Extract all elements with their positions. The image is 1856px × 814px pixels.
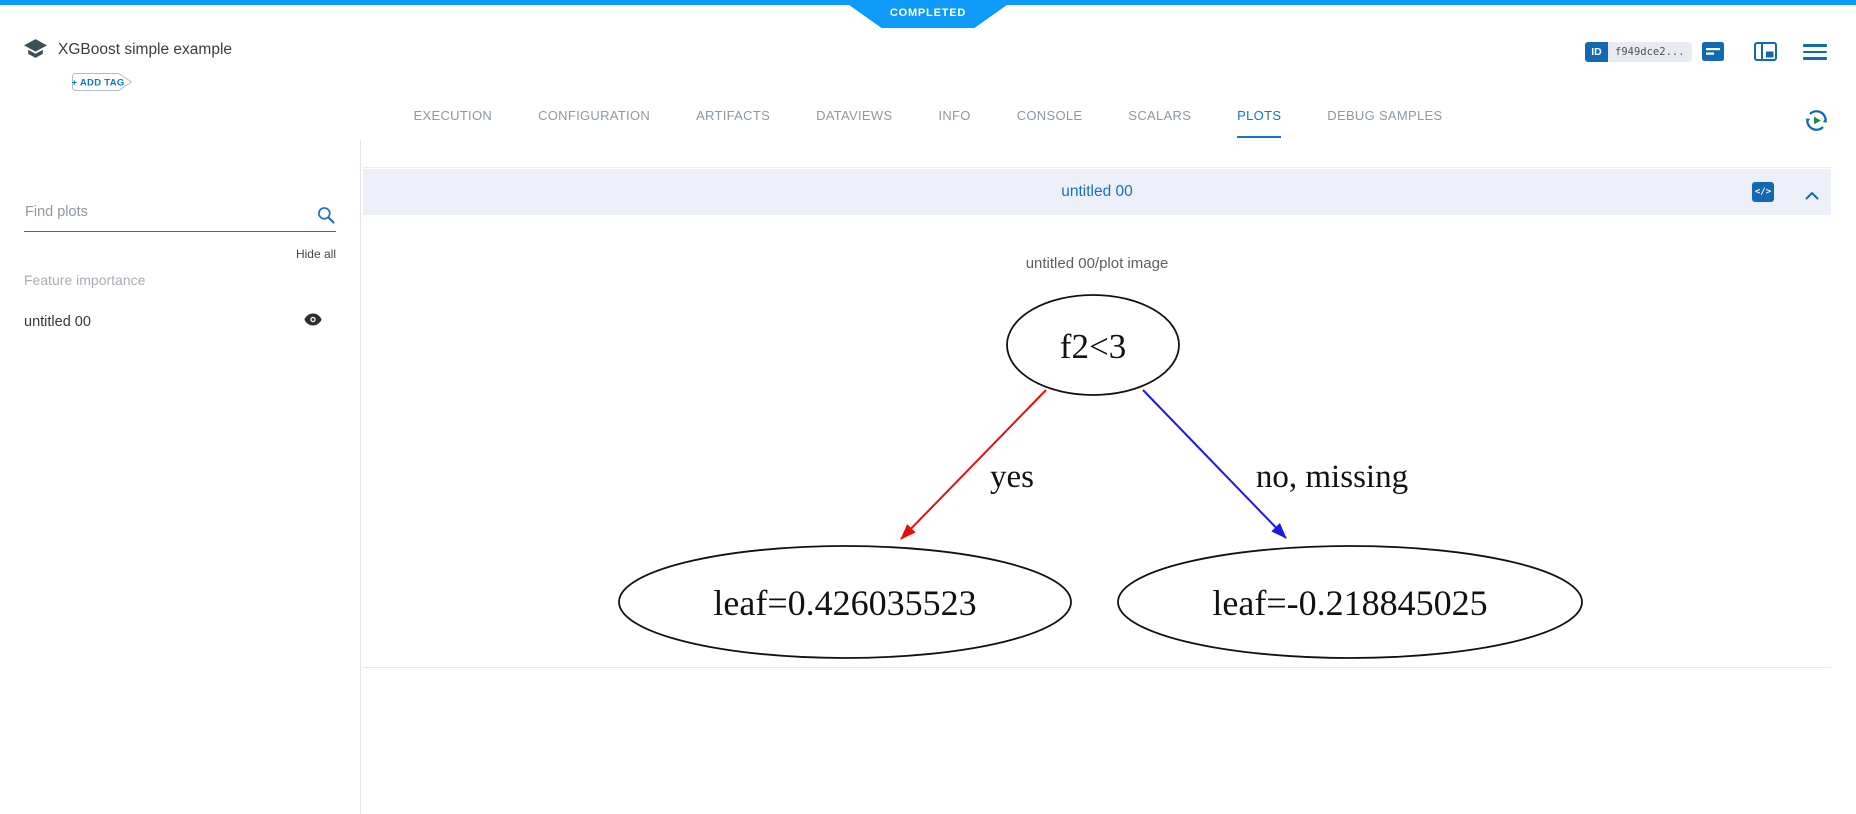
embed-code-icon[interactable]: </>	[1752, 182, 1774, 202]
tab-console[interactable]: CONSOLE	[1016, 108, 1083, 123]
tab-debug-samples[interactable]: DEBUG SAMPLES	[1327, 108, 1443, 123]
tab-bar: EXECUTION CONFIGURATION ARTIFACTS DATAVI…	[0, 96, 1856, 138]
search-icon[interactable]	[316, 205, 336, 230]
experiment-type-icon	[23, 36, 48, 66]
add-tag-button[interactable]: + ADD TAG	[71, 73, 133, 96]
experiment-id-badge[interactable]: ID f949dce2...	[1585, 42, 1692, 62]
auto-refresh-icon[interactable]	[1803, 107, 1830, 139]
tab-dataviews[interactable]: DATAVIEWS	[816, 108, 893, 123]
comments-icon[interactable]	[1702, 42, 1724, 66]
root-node-ellipse	[1006, 294, 1180, 396]
leaf-right-ellipse	[1117, 545, 1583, 659]
id-label: ID	[1585, 42, 1608, 62]
plot-search	[24, 196, 336, 232]
visibility-eye-icon[interactable]	[304, 313, 322, 331]
collapse-chevron-icon[interactable]	[1805, 187, 1819, 205]
leaf-right-label: leaf=-0.218845025	[1212, 583, 1487, 623]
details-panel-icon[interactable]	[1754, 42, 1777, 66]
plot-widget-header[interactable]: untitled 00 </>	[363, 169, 1831, 215]
edge-yes	[900, 389, 1047, 540]
edge-yes-label: yes	[990, 459, 1034, 495]
hide-all-link[interactable]: Hide all	[295, 247, 336, 261]
plot-image-title: untitled 00/plot image	[1025, 255, 1169, 272]
plot-widget-title: untitled 00	[1061, 183, 1133, 200]
menu-icon[interactable]	[1803, 44, 1827, 64]
edge-no-missing	[1142, 389, 1287, 539]
tab-execution[interactable]: EXECUTION	[413, 108, 493, 123]
tab-artifacts[interactable]: ARTIFACTS	[696, 108, 771, 123]
tab-plots[interactable]: PLOTS	[1237, 96, 1282, 138]
sidebar-item-untitled-00[interactable]: untitled 00	[24, 313, 322, 331]
add-tag-label: + ADD TAG	[72, 78, 125, 89]
search-input[interactable]	[24, 196, 305, 220]
tag-shape	[72, 73, 133, 91]
plot-widget-body: untitled 00/plot image f2<3 yes no, miss…	[363, 215, 1831, 668]
sidebar-divider	[360, 140, 361, 814]
page-title: XGBoost simple example	[58, 41, 233, 58]
status-badge: COMPLETED	[842, 0, 1014, 28]
leaf-left-ellipse	[618, 545, 1072, 659]
id-value[interactable]: f949dce2...	[1608, 42, 1692, 62]
edge-no-label: no, missing	[1256, 459, 1408, 495]
plot-item-label: untitled 00	[24, 314, 91, 330]
plot-widget: untitled 00 </> untitled 00/plot image	[363, 167, 1831, 668]
leaf-left-label: leaf=0.426035523	[713, 583, 976, 623]
tab-scalars[interactable]: SCALARS	[1128, 108, 1192, 123]
decision-tree-plot: f2<3 yes no, missing leaf=0.426035523 le…	[618, 294, 1583, 659]
tab-info[interactable]: INFO	[938, 108, 971, 123]
plot-group-label: Feature importance	[24, 272, 146, 288]
tab-configuration[interactable]: CONFIGURATION	[538, 108, 651, 123]
root-node-label: f2<3	[1060, 327, 1126, 366]
